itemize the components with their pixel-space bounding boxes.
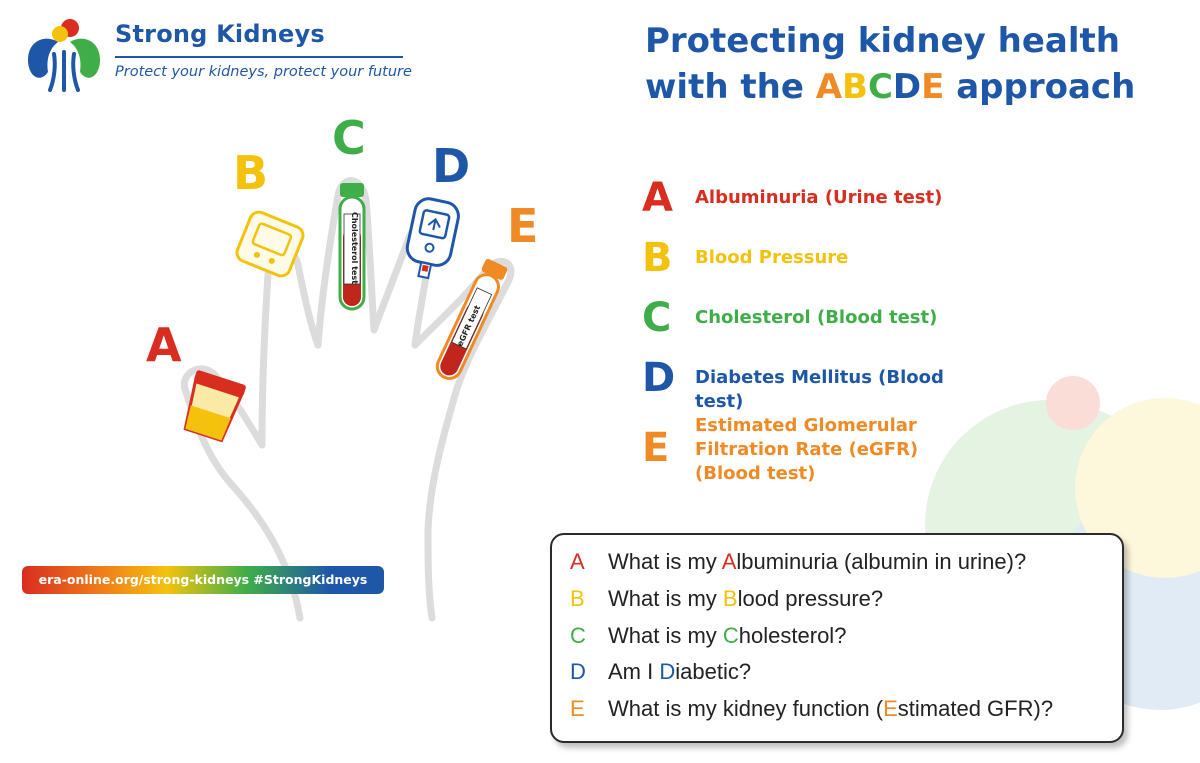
question-letter: B [570, 586, 585, 611]
urine-cup-icon [183, 370, 246, 443]
website-hashtag-link[interactable]: era-online.org/strong-kidneys #StrongKid… [22, 566, 384, 594]
hand-letter-c: C [332, 111, 366, 165]
glucose-meter-icon [405, 197, 460, 280]
abcde-letter: A [642, 175, 673, 221]
abcde-text: Albuminuria (Urine test) [695, 187, 943, 208]
kidney-logo-icon [28, 19, 100, 92]
question-key-letter: E [883, 696, 898, 721]
logo-divider [115, 56, 403, 58]
abcde-letter: E [642, 425, 670, 471]
logo-title: Strong Kidneys [115, 20, 325, 48]
question-letter: A [570, 549, 585, 574]
headline-letter-a: A [815, 67, 843, 107]
abcde-letter: D [642, 355, 676, 401]
question-text: What is my Albuminuria (albumin in urine… [608, 549, 1026, 574]
hand-letter-d: D [432, 139, 471, 193]
abcde-text: Blood Pressure [695, 247, 849, 268]
question-letter: D [570, 659, 586, 684]
abcde-letter: C [642, 295, 672, 341]
egfr-tube-icon: eGFR test [435, 259, 508, 380]
question-key-letter: D [659, 659, 676, 684]
question-key-letter: B [722, 586, 738, 611]
question-before: Am I [608, 659, 660, 684]
page-title: Protecting kidney health with the ABCDE … [645, 18, 1185, 110]
headline-line-1: Protecting kidney health [645, 21, 1120, 61]
hand-letter-e: E [507, 199, 539, 253]
question-key-letter: C [722, 623, 739, 648]
abcde-text: Estimated Glomerular Filtration Rate (eG… [695, 415, 919, 484]
headline-line2-after: approach [944, 67, 1136, 107]
question-after: stimated GFR)? [897, 696, 1054, 721]
question-before: What is my [608, 586, 723, 611]
decor-circle-yellow [1075, 398, 1200, 578]
question-before: What is my [608, 623, 723, 648]
question-key-letter: A [721, 549, 737, 574]
question-after: holesterol? [738, 623, 847, 648]
hand-letter-a: A [146, 318, 182, 372]
logo-tagline: Protect your kidneys, protect your futur… [115, 64, 412, 80]
question-after: lbuminuria (albumin in urine)? [736, 549, 1027, 574]
question-text: Am I Diabetic? [608, 659, 751, 684]
headline-letter-e: E [921, 67, 945, 107]
question-after: lood pressure? [737, 586, 884, 611]
decor-circle-pink [1046, 376, 1100, 430]
tube-c-label: Cholesterol test [350, 212, 359, 284]
question-letter: C [570, 623, 586, 648]
headline-letter-c: C [867, 67, 893, 107]
abcde-text: Cholesterol (Blood test) [695, 307, 938, 328]
question-after: iabetic? [675, 659, 752, 684]
cholesterol-tube-icon: Cholesterol test [338, 183, 366, 311]
headline-letter-b: B [842, 67, 868, 107]
headline-line-2: with the ABCDE approach [645, 64, 1185, 110]
question-before: What is my kidney function ( [608, 696, 884, 721]
question-text: What is my Cholesterol? [608, 623, 846, 648]
abcde-text: Diabetes Mellitus (Blood test) [695, 367, 944, 412]
hand-letter-b: B [233, 146, 269, 200]
headline-line2-before: with the [645, 67, 816, 107]
question-text: What is my Blood pressure? [608, 586, 883, 611]
question-letter: E [570, 696, 585, 721]
abcde-letter: B [642, 235, 673, 281]
question-before: What is my [608, 549, 722, 574]
headline-letter-d: D [892, 67, 922, 107]
brand-logo[interactable]: Strong Kidneys Protect your kidneys, pro… [20, 14, 412, 94]
blood-pressure-monitor-icon [235, 210, 305, 278]
question-text: What is my kidney function (Estimated GF… [608, 696, 1053, 721]
